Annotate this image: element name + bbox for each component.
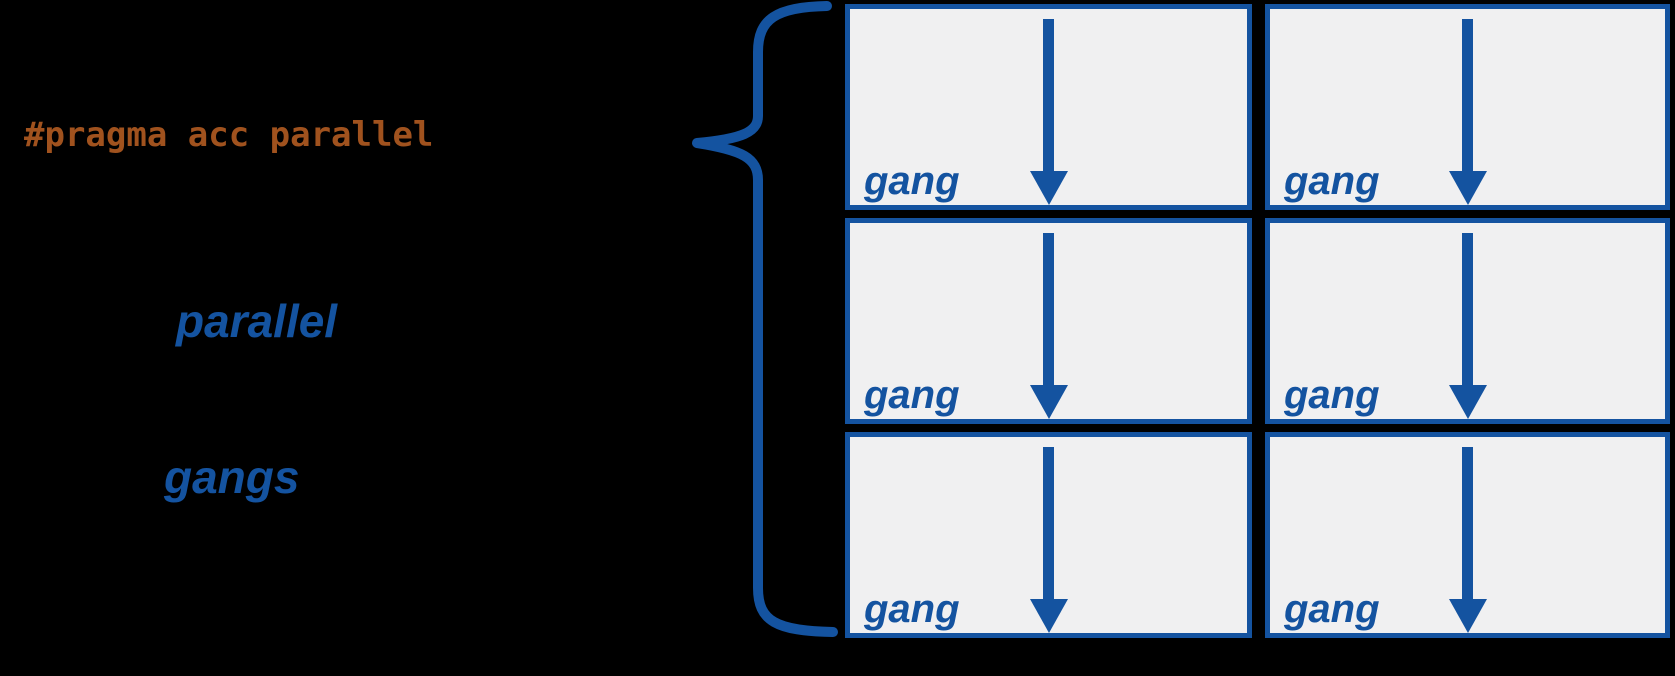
gang-label: gang [1284,159,1380,203]
down-arrow-icon [1029,233,1068,419]
down-arrow-icon [1448,233,1487,419]
parallel-keyword-label: parallel [176,295,338,347]
down-arrow-icon [1448,447,1487,633]
down-arrow-icon [1029,19,1068,205]
gang-box: gang [1265,432,1670,638]
gang-box: gang [1265,218,1670,424]
gang-box: gang [845,432,1252,638]
down-arrow-icon [1448,19,1487,205]
gang-label: gang [864,587,960,631]
gang-box: gang [845,4,1252,210]
gang-label: gang [1284,587,1380,631]
gang-label: gang [864,159,960,203]
gang-box: gang [845,218,1252,424]
gangs-concept-label: gangs [164,451,300,503]
gang-grid: gang gang gang gang [845,4,1672,638]
gang-label: gang [1284,373,1380,417]
gang-label: gang [864,373,960,417]
down-arrow-icon [1029,447,1068,633]
pragma-code-text: #pragma acc parallel [24,115,434,155]
gang-box: gang [1265,4,1670,210]
